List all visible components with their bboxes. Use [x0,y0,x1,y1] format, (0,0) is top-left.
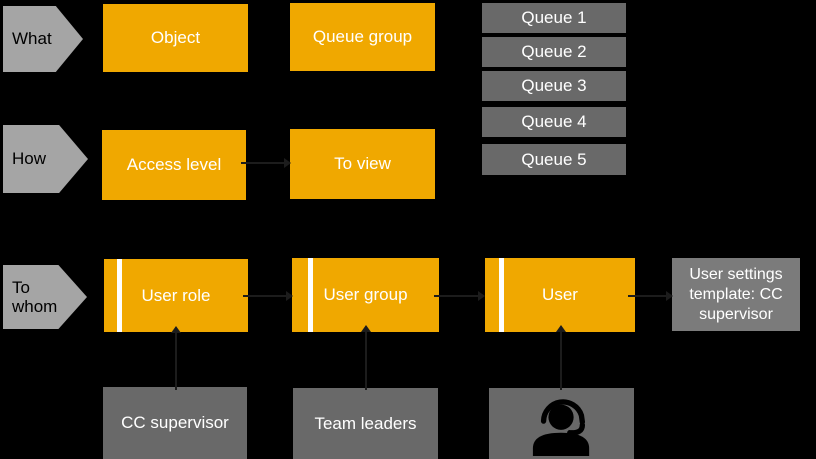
queue-item-4-label: Queue 4 [521,112,587,131]
user-box: User [485,258,635,332]
team-leaders-box: Team leaders [293,388,438,459]
connector-usergroup-user-arrowhead-icon [478,291,485,301]
to-view-box: To view [290,129,435,199]
team-leaders-box-label: Team leaders [314,413,417,433]
user-role-box: User role [104,259,248,332]
connector-accesslevel-toview-arrowhead-icon [284,158,291,168]
queue-item-3: Queue 3 [482,71,626,101]
queue-item-1-label: Queue 1 [521,8,587,27]
row-arrow-what-label: What [12,29,52,49]
user-group-box: User group [292,258,439,332]
access-level-box: Access level [102,130,246,200]
connector-userrole-usergroup-arrowhead-icon [286,291,293,301]
connector-user-template [628,295,666,297]
row-arrow-how-label: How [12,149,47,169]
queue-item-2-label: Queue 2 [521,42,587,61]
object-box: Object [103,4,248,72]
row-arrow-to-whom: To whom [3,265,87,329]
user-group-box-label: User group [323,285,408,304]
user-role-box-stripe [117,259,122,332]
connector-agent-user [560,332,562,390]
connector-userrole-usergroup [243,295,286,297]
queue-item-5: Queue 5 [482,144,626,175]
connector-teamleaders-usergroup [365,332,367,390]
user-settings-template-box: User settings template: CC supervisor [672,258,800,331]
connector-usergroup-user [434,295,478,297]
cc-supervisor-box: CC supervisor [103,387,247,459]
connector-accesslevel-toview [241,162,284,164]
connector-ccsupervisor-userrole [175,333,177,390]
connector-ccsupervisor-userrole-arrowhead-icon [171,326,181,333]
user-settings-template-label: User settings template: CC supervisor [689,265,783,323]
user-box-stripe [499,258,504,332]
access-level-box-label: Access level [126,155,222,174]
queue-item-4: Queue 4 [482,107,626,137]
queue-item-2: Queue 2 [482,37,626,67]
connector-teamleaders-usergroup-arrowhead-icon [361,325,371,332]
agent-example-box [489,388,634,459]
queue-group-box: Queue group [290,3,435,71]
row-arrow-what: What [3,6,83,72]
queue-item-5-label: Queue 5 [521,149,587,169]
row-arrow-to-whom-label: To whom [12,277,58,316]
connector-user-template-arrowhead-icon [666,291,673,301]
user-box-label: User [542,285,578,304]
queue-group-box-label: Queue group [312,27,413,46]
queue-item-3-label: Queue 3 [521,76,587,95]
row-arrow-how: How [3,125,88,193]
to-view-box-label: To view [334,154,391,173]
object-box-label: Object [150,28,201,47]
cc-supervisor-box-label: CC supervisor [121,413,229,433]
user-group-box-stripe [308,258,313,332]
connector-agent-user-arrowhead-icon [556,325,566,332]
queue-item-1: Queue 1 [482,3,626,33]
user-role-box-label: User role [141,285,211,305]
agent-headset-icon [520,392,604,456]
